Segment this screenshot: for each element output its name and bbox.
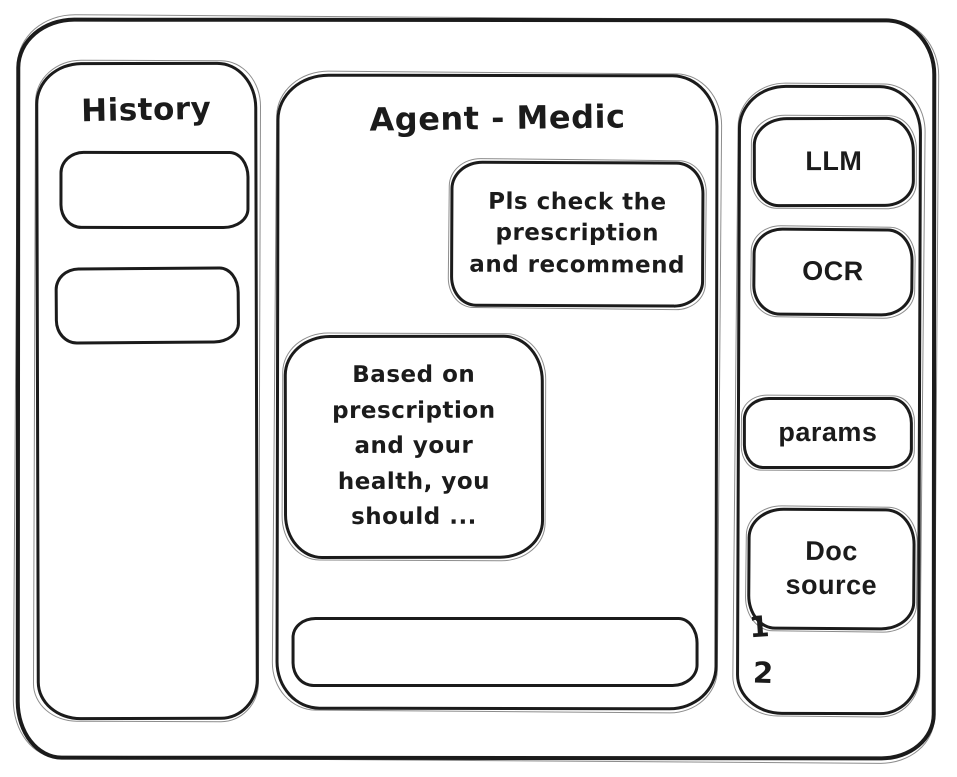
ocr-button[interactable]: OCR xyxy=(752,227,914,317)
llm-button[interactable]: LLM xyxy=(752,116,915,208)
doc-source-item-2[interactable]: 2 xyxy=(752,655,775,691)
doc-source-item-1[interactable]: 1 xyxy=(748,609,771,645)
history-sidebar: History xyxy=(35,61,259,721)
history-title: History xyxy=(80,90,212,130)
user-message-bubble: Pls check the prescription and recommend xyxy=(449,160,705,308)
doc-source-button[interactable]: Doc source xyxy=(747,507,916,631)
chat-panel: Agent - Medic Pls check the prescription… xyxy=(275,73,719,711)
params-button[interactable]: params xyxy=(742,396,913,469)
history-item-2[interactable] xyxy=(54,266,241,345)
tools-sidebar: LLM OCR params Doc source 1 2 xyxy=(735,84,923,716)
assistant-message-bubble: Based on prescription and your health, y… xyxy=(283,334,545,560)
chat-input[interactable] xyxy=(291,616,699,687)
chat-panel-title: Agent - Medic xyxy=(369,97,626,139)
history-item-1[interactable] xyxy=(59,150,250,230)
